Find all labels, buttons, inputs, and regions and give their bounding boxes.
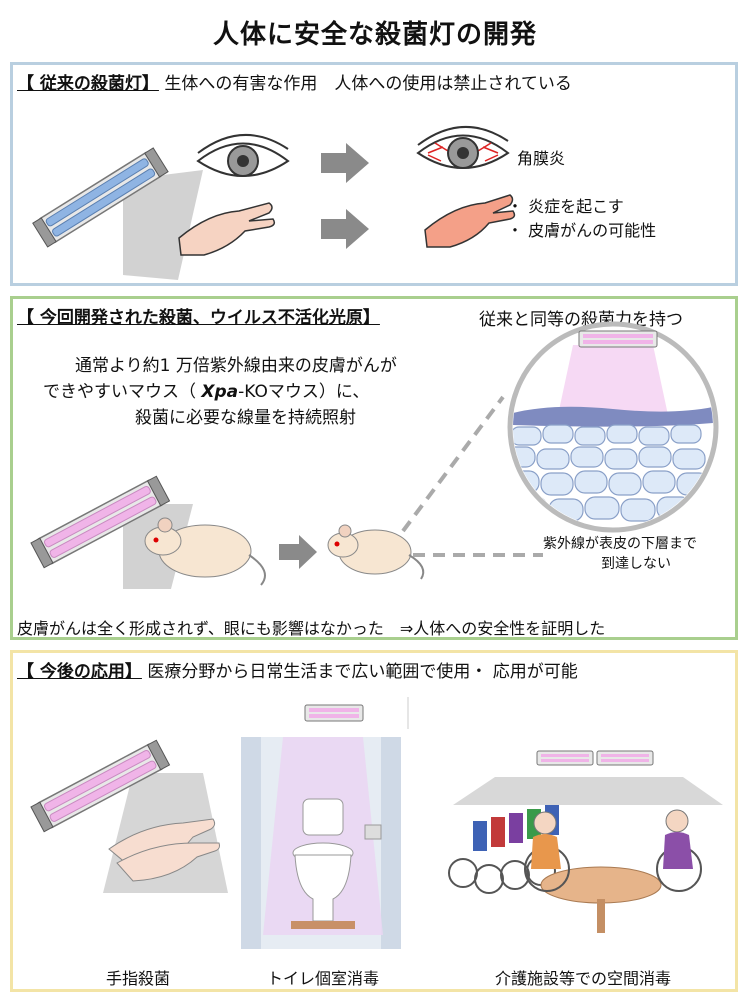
arrow-to-eye-damage-icon <box>321 143 369 183</box>
future-desc: 医療分野から日常生活まで広い範囲で使用・ 応用が可能 <box>147 662 578 682</box>
mouse-under-lamp-icon <box>144 517 266 586</box>
arrow-to-skin-damage-icon <box>321 209 369 249</box>
inflammation-bullet: ・ 炎症を起こす <box>507 197 624 216</box>
experiment-line-2-post: -KOマウス）に、 <box>238 382 370 402</box>
xpa-gene-name: Xpa <box>201 382 239 402</box>
experiment-line-2: できやすいマウス（ Xpa-KOマウス）に、 <box>43 377 369 402</box>
experiment-line-3: 殺菌に必要な線量を持続照射 <box>135 408 356 428</box>
toilet-caption: トイレ個室消毒 <box>266 969 379 988</box>
keratitis-label: 角膜炎 <box>517 149 566 168</box>
inflamed-eye-icon <box>416 125 510 169</box>
skin-cancer-bullet: ・ 皮膚がんの可能性 <box>507 221 657 240</box>
experiment-line-2-pre: できやすいマウス（ <box>43 382 202 402</box>
toilet-uv-light <box>263 737 383 935</box>
arrow-to-result-icon <box>279 535 317 569</box>
skin-note-line-1: 紫外線が表皮の下層まで <box>543 536 697 552</box>
conventional-tag: 【 従来の殺菌灯】 <box>17 74 159 94</box>
conventional-desc: 生体への有害な作用 人体への使用は禁止されている <box>164 74 572 94</box>
page-title: 人体に安全な殺菌灯の開発 <box>212 20 537 50</box>
future-tag: 【 今後の応用】 <box>17 662 142 682</box>
developed-tag: 【 今回開発された殺菌、ウイルス不活化光原】 <box>17 308 380 328</box>
developed-header: 【 今回開発された殺菌、ウイルス不活化光原】 <box>17 303 380 328</box>
conventional-lamp-panel: 【 従来の殺菌灯】 生体への有害な作用 人体への使用は禁止されている <box>10 62 738 286</box>
uv-light-cone <box>558 345 668 415</box>
developed-lamp-panel: 【 今回開発された殺菌、ウイルス不活化光原】 従来と同等の殺菌力を持つ 通常より… <box>10 296 738 640</box>
mouse-healthy-icon <box>327 524 425 580</box>
magnifier-dashed-lines <box>401 395 543 557</box>
hand-sterilization-illustration <box>30 739 228 893</box>
normal-hand-icon <box>178 202 276 256</box>
future-applications-panel: 【 今後の応用】 医療分野から日常生活まで広い範囲で使用・ 応用が可能 手指殺菌… <box>10 650 738 992</box>
experiment-line-1: 通常より約1 万倍紫外線由来の皮膚がんが <box>75 356 397 376</box>
experiment-result: 皮膚がんは全く形成されず、眼にも影響はなかった ⇒人体への安全性を証明した <box>17 619 606 638</box>
hand-sterilization-caption: 手指殺菌 <box>105 969 170 988</box>
toilet-room-illustration <box>241 697 409 949</box>
skin-note-line-2: 到達しない <box>601 556 671 572</box>
care-facility-illustration <box>448 750 723 933</box>
skin-cross-section-illustration <box>507 321 719 533</box>
conventional-lamp-illustration <box>32 147 203 280</box>
care-facility-caption: 介護施設等での空間消毒 <box>494 969 671 988</box>
damaged-hand-icon <box>424 194 516 248</box>
future-header: 【 今後の応用】 医療分野から日常生活まで広い範囲で使用・ 応用が可能 <box>17 657 578 682</box>
conventional-header: 【 従来の殺菌灯】 生体への有害な作用 人体への使用は禁止されている <box>17 69 572 94</box>
normal-eye-icon <box>196 133 290 177</box>
